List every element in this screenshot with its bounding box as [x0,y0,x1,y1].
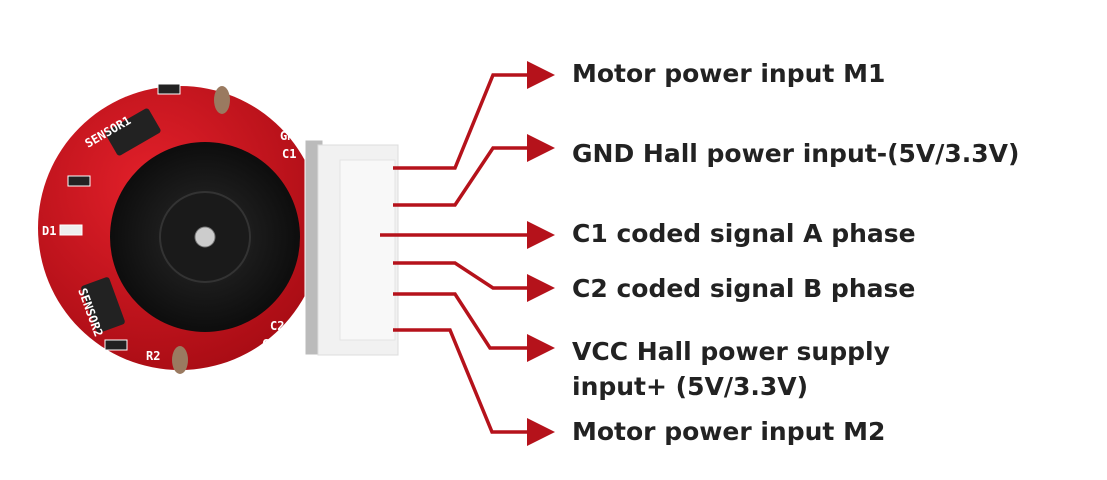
label-c1: C1 coded signal A phase [572,219,916,248]
arrow-vcc [393,292,555,362]
led-d1 [59,224,83,236]
silk-m2: M2 [262,357,276,371]
label-motor-m2: Motor power input M2 [572,417,886,446]
pcb-board: R1 SENSOR1 D1 SENSOR2 R2 GND C1 C2 C3V M… [38,77,322,374]
silk-r2: R2 [146,349,160,363]
silk-c2: C2 [270,319,284,333]
arrow-gnd [393,134,555,207]
resistor-r2 [104,339,128,351]
callout-lines [380,61,555,446]
label-gnd: GND Hall power input-(5V/3.3V) [572,139,1020,168]
silk-r1: R1 [133,77,147,91]
arrow-m2 [393,328,555,446]
connector-6pin [304,139,399,356]
silk-gnd: GND [280,129,302,143]
label-vcc-line2: input+ (5V/3.3V) [572,372,809,401]
silk-3v: C3V [262,337,284,351]
hall-sensor-1 [105,108,161,156]
motor-terminal-m2 [172,346,188,374]
silk-d1: D1 [42,224,56,238]
arrow-m1 [393,61,555,170]
label-c2: C2 coded signal B phase [572,274,916,303]
motor-shaft [194,226,216,248]
label-vcc-line1: VCC Hall power supply [572,337,890,366]
resistor-r1 [157,83,181,95]
label-motor-m1: Motor power input M1 [572,59,886,88]
silk-c1: C1 [282,147,296,161]
hall-sensor-2 [81,277,125,333]
motor-terminal-m1 [214,86,230,114]
arrow-c2 [393,261,555,302]
